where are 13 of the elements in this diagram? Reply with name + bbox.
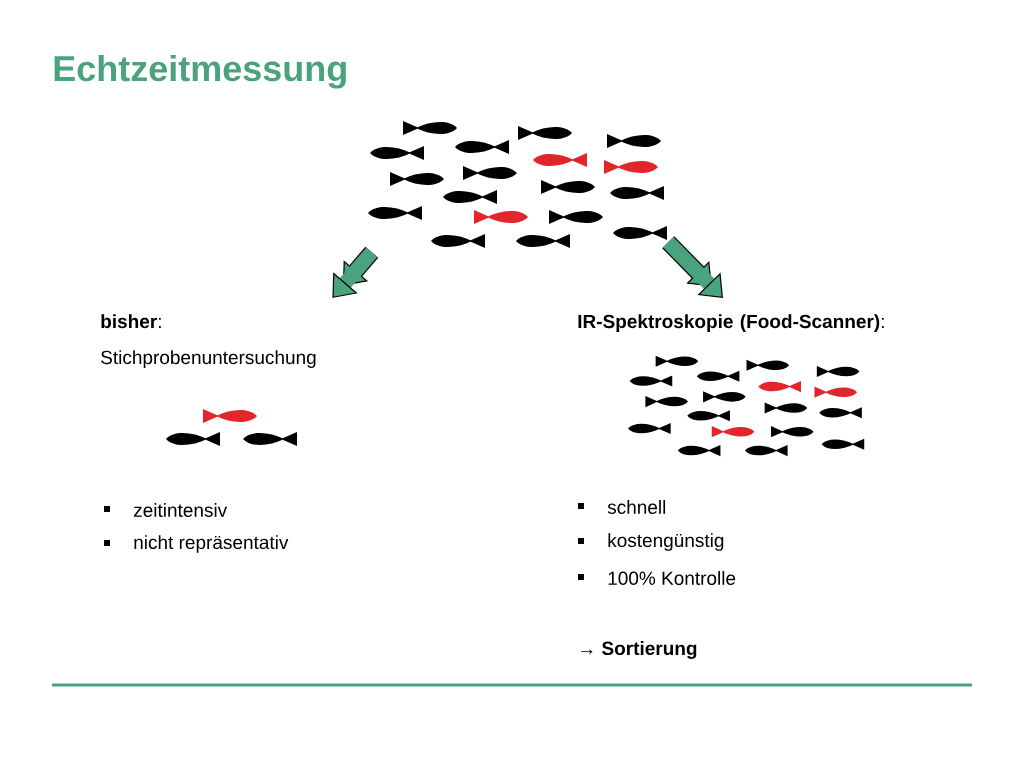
list-item: kostengünstig [608,533,724,551]
slide-title: Echtzeitmessung [54,54,346,89]
list-item: zeitintensiv [133,503,228,517]
conclusion-text: → Sortierung [581,641,697,659]
fish-school-drawing [368,121,667,248]
list-item: nicht repräsentativ [134,535,289,553]
section-heading: bisher: [101,314,161,329]
section-heading: IR-Spektroskopie (Food-Scanner): [578,314,884,332]
block-arrow [332,246,379,298]
section-text: Stichprobenuntersuchung [101,350,316,368]
list-item: schnell [607,500,666,514]
block-arrow [662,236,723,298]
list-item: 100% Kontrolle [608,571,736,585]
